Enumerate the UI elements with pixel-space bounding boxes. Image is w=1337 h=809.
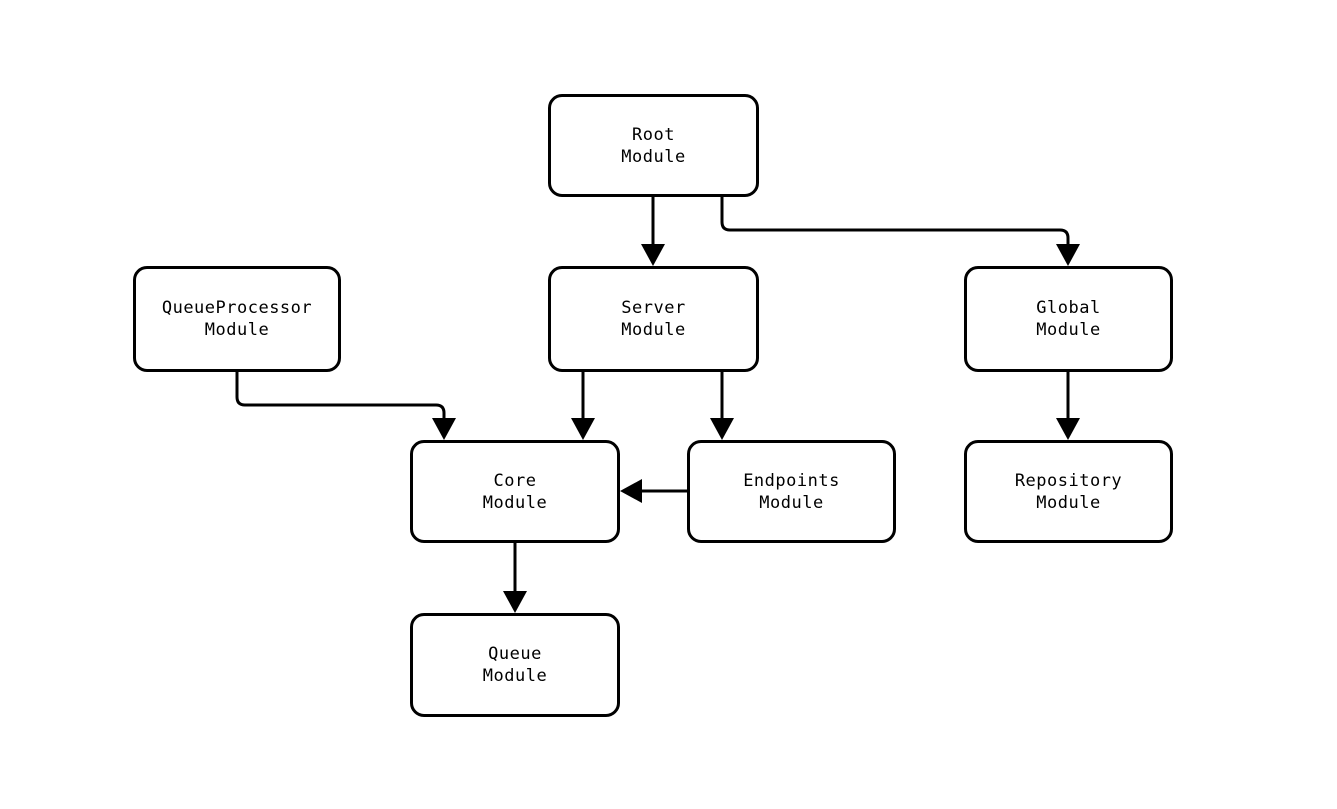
- node-core-module-label-line2: Module: [482, 492, 548, 513]
- node-global-module-label-line2: Module: [1036, 320, 1101, 340]
- edge-endpoints-to-core: [620, 479, 687, 503]
- node-queueprocessor-module[interactable]: QueueProcessor Module: [133, 266, 341, 372]
- node-endpoints-module[interactable]: Endpoints Module: [687, 440, 896, 543]
- node-global-module-label-line1: Global: [1036, 298, 1101, 318]
- edge-global-to-repository: [1056, 372, 1080, 440]
- edge-server-to-core: [571, 372, 595, 440]
- edge-queueprocessor-to-core: [235, 372, 456, 440]
- node-repository-module[interactable]: Repository Module: [964, 440, 1173, 543]
- node-server-module-label-line2: Module: [621, 320, 686, 340]
- edge-server-to-endpoints: [710, 372, 734, 440]
- node-root-module-label-line1: Root: [632, 124, 675, 145]
- edge-core-to-queue: [503, 543, 527, 613]
- node-server-module[interactable]: Server Module: [548, 266, 759, 372]
- edge-root-to-global: [720, 197, 1080, 266]
- node-queueprocessor-module-label-line2: Module: [204, 320, 270, 340]
- node-endpoints-module-label-line2: Module: [759, 492, 824, 513]
- node-queue-module-label-line2: Module: [482, 666, 548, 686]
- node-queue-module[interactable]: Queue Module: [410, 613, 620, 717]
- node-core-module[interactable]: Core Module: [410, 440, 620, 543]
- node-endpoints-module-label-line1: Endpoints: [743, 470, 840, 491]
- node-repository-module-label-line2: Module: [1036, 492, 1101, 513]
- node-global-module[interactable]: Global Module: [964, 266, 1173, 372]
- node-repository-module-label-line1: Repository: [1014, 470, 1123, 491]
- node-queue-module-label-line1: Queue: [488, 644, 542, 664]
- node-root-module[interactable]: Root Module: [548, 94, 759, 197]
- node-core-module-label-line1: Core: [493, 470, 537, 491]
- node-server-module-label-line1: Server: [621, 298, 686, 318]
- edge-root-to-server: [641, 197, 665, 266]
- node-root-module-label-line2: Module: [621, 146, 686, 167]
- node-queueprocessor-module-label-line1: QueueProcessor: [161, 298, 313, 318]
